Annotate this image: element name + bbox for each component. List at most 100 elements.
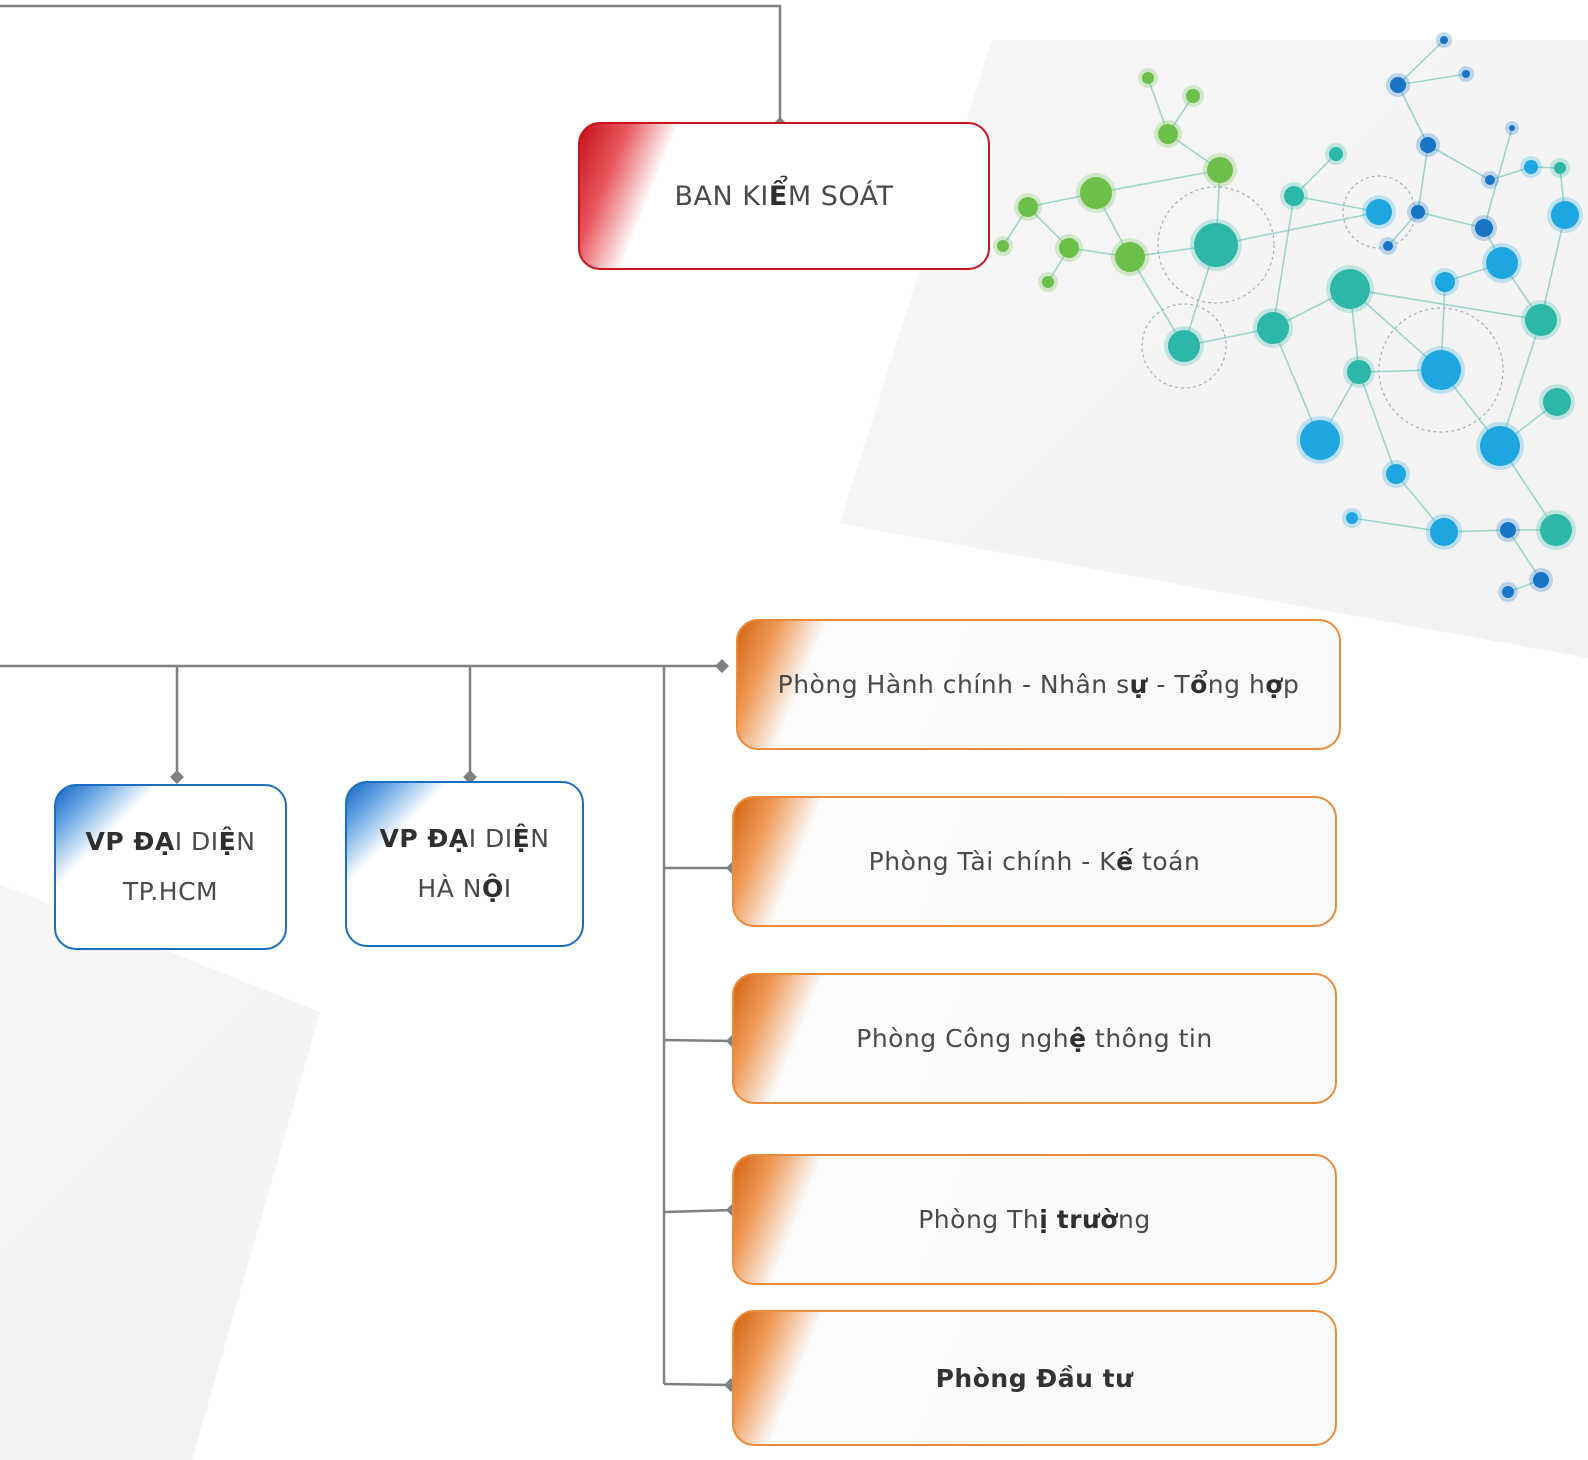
network-node xyxy=(1524,160,1538,174)
network-link xyxy=(1272,327,1321,441)
node-ban-kiem-soat[interactable]: BAN KIỂM SOÁT xyxy=(578,122,990,270)
node-phong-cntt[interactable]: Phòng Công nghệ thông tin xyxy=(732,973,1337,1104)
text-run xyxy=(1048,1205,1056,1234)
network-halo xyxy=(1378,307,1504,433)
text-run: VP ĐẠ xyxy=(85,827,175,856)
network-link xyxy=(1215,211,1380,246)
network-node xyxy=(1485,175,1495,185)
network-node xyxy=(1158,124,1178,144)
connector-line xyxy=(0,4,782,122)
network-node xyxy=(1509,125,1515,131)
network-node xyxy=(1346,512,1358,524)
network-node xyxy=(1502,586,1514,598)
network-node xyxy=(1059,238,1079,258)
network-node xyxy=(1421,350,1461,390)
network-node xyxy=(1284,186,1304,206)
node-phong-dau-tu[interactable]: Phòng Đầu tư xyxy=(732,1310,1337,1446)
network-link xyxy=(1358,371,1397,475)
node-label: Phòng Thị trường xyxy=(918,1205,1151,1234)
network-halo xyxy=(1157,186,1275,304)
network-node xyxy=(1366,199,1392,225)
network-node xyxy=(1435,272,1455,292)
network-link xyxy=(1387,211,1419,247)
network-node xyxy=(1440,36,1448,44)
node-phong-thi-truong[interactable]: Phòng Thị trường xyxy=(732,1154,1337,1285)
network-node xyxy=(997,240,1009,252)
network-link xyxy=(1489,166,1532,181)
text-run: toán xyxy=(1133,847,1201,876)
network-link xyxy=(1417,144,1429,213)
node-label: Phòng Công nghệ thông tin xyxy=(856,1024,1212,1053)
text-run: ổ xyxy=(1190,670,1208,699)
network-node xyxy=(1500,522,1516,538)
network-link xyxy=(1540,214,1566,321)
network-link xyxy=(1507,529,1542,581)
network-node xyxy=(1383,241,1393,251)
node-label: Phòng Tài chính - Kế toán xyxy=(869,847,1201,876)
network-node xyxy=(1018,197,1038,217)
network-node xyxy=(1475,219,1493,237)
network-link xyxy=(1483,127,1513,229)
network-node xyxy=(1168,330,1200,362)
network-node xyxy=(1142,72,1154,84)
text-run: BAN KI xyxy=(674,180,769,212)
network-link xyxy=(1351,517,1445,533)
network-link xyxy=(1397,73,1467,86)
text-run: ế xyxy=(1116,847,1134,876)
network-node xyxy=(1257,312,1289,344)
connector-arrowhead xyxy=(463,770,477,784)
network-node xyxy=(1080,177,1112,209)
network-node xyxy=(1042,276,1054,288)
network-node xyxy=(1207,157,1233,183)
connector-line xyxy=(663,1038,734,1043)
network-node xyxy=(1390,77,1406,93)
node-phong-tckt[interactable]: Phòng Tài chính - Kế toán xyxy=(732,796,1337,927)
network-node xyxy=(1533,572,1549,588)
connector-arrowhead xyxy=(715,659,729,673)
network-node xyxy=(1300,420,1340,460)
text-run: I DI xyxy=(468,824,513,853)
text-run: Phòng Hành chính - Nhân s xyxy=(777,670,1130,699)
network-node xyxy=(1554,162,1566,174)
node-label: BAN KIỂM SOÁT xyxy=(674,181,893,212)
text-run: HÀ N xyxy=(417,874,482,903)
text-run: Phòng Tài chính - K xyxy=(868,847,1117,876)
network-node xyxy=(1480,426,1520,466)
network-halo xyxy=(1141,303,1227,389)
network-link xyxy=(1129,256,1185,347)
network-link xyxy=(1397,84,1429,146)
network-link xyxy=(1095,169,1221,194)
text-run: Ệ xyxy=(512,824,531,853)
network-node xyxy=(1386,464,1406,484)
network-node xyxy=(1411,205,1425,219)
node-label: Phòng Hành chính - Nhân sự - Tổng hợp xyxy=(778,670,1300,699)
text-run: ng xyxy=(1118,1205,1151,1234)
network-link xyxy=(1417,211,1485,229)
text-run: ợ xyxy=(1265,670,1283,699)
text-run: ng h xyxy=(1207,670,1266,699)
connector-line xyxy=(663,1208,734,1214)
text-run: ự xyxy=(1129,670,1148,699)
network-link xyxy=(1349,288,1542,321)
network-link xyxy=(1293,195,1380,213)
text-run: ị xyxy=(1039,1205,1049,1234)
network-link xyxy=(1499,319,1542,447)
network-node xyxy=(1525,304,1557,336)
network-node xyxy=(1347,360,1371,384)
network-node xyxy=(1462,70,1470,78)
text-run: I xyxy=(503,874,512,903)
network-node xyxy=(1420,137,1436,153)
node-phong-hcns[interactable]: Phòng Hành chính - Nhân sự - Tổng hợp xyxy=(736,619,1341,750)
network-node xyxy=(1551,201,1579,229)
text-run: Ể xyxy=(768,180,788,212)
network-node xyxy=(1194,223,1238,267)
text-run: M SOÁT xyxy=(787,180,894,212)
network-node xyxy=(1430,518,1458,546)
network-link xyxy=(1272,195,1295,329)
